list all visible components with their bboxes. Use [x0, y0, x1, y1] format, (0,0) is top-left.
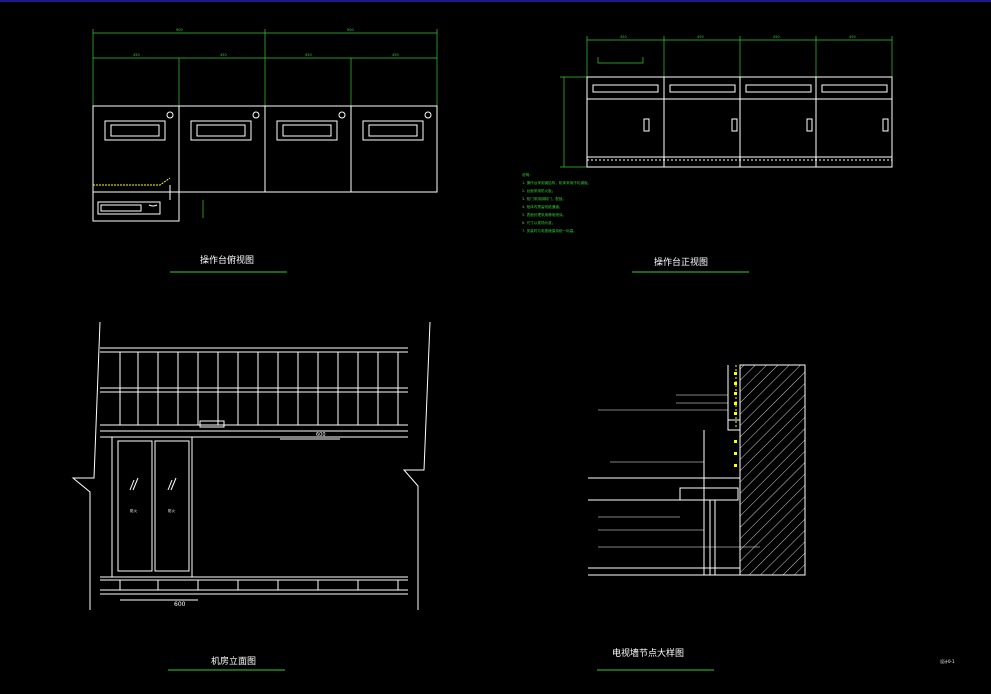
note-line: 5. 表面处理采用静电喷涂。 — [522, 213, 567, 217]
title-room-elevation: 机房立面图 — [211, 657, 257, 667]
room-elevation-labels: 600 600 防火 防火 — [130, 432, 326, 608]
svg-text:450: 450 — [220, 53, 227, 57]
svg-text:450: 450 — [773, 35, 780, 39]
note-line: 6. 尺寸以现场为准。 — [522, 221, 556, 225]
note-line: 7. 安装时与电视墙保持统一标高。 — [522, 229, 577, 233]
note-line: 2. 台面采用防火板。 — [522, 189, 556, 193]
tv-wall-detail-view — [588, 364, 806, 576]
title-console-elevation: 操作台正视图 — [654, 258, 709, 268]
svg-text:450: 450 — [392, 53, 399, 57]
svg-text:900: 900 — [347, 28, 354, 32]
window-top-border — [0, 0, 991, 2]
title-tv-wall-detail: 电视墙节点大样图 — [612, 649, 685, 659]
console-plan-dimensions — [92, 29, 438, 218]
tv-wall-yellow-marks — [734, 372, 737, 467]
title-console-plan: 操作台俯视图 — [200, 256, 255, 266]
door-label-right: 防火 — [168, 508, 175, 513]
svg-text:450: 450 — [620, 35, 627, 39]
note-line: 1. 操作台采用钢结构，柜体采用冷轧钢板。 — [522, 181, 592, 185]
note-line: 4. 柜体内预留线缆通道。 — [522, 205, 563, 209]
console-plan-dim-text: 900 900 450 450 450 450 — [133, 28, 399, 57]
bottom-dimension: 600 — [174, 601, 186, 608]
room-elevation-view — [71, 321, 431, 610]
svg-text:450: 450 — [305, 53, 312, 57]
ceiling-dimension: 600 — [316, 432, 326, 438]
console-plan-view — [92, 29, 438, 222]
svg-text:450: 450 — [849, 35, 856, 39]
svg-text:900: 900 — [176, 28, 183, 32]
svg-text:450: 450 — [697, 35, 704, 39]
note-line: 说明： — [522, 173, 533, 177]
console-elevation-dim-text: 450 450 450 450 — [620, 35, 856, 39]
note-line: 3. 柜门采用钢制门，配锁。 — [522, 197, 567, 201]
console-elevation-dimensions — [560, 36, 893, 168]
sheet-code: 设计0-1 — [940, 659, 955, 664]
svg-text:450: 450 — [133, 53, 140, 57]
console-elevation-view — [560, 36, 893, 168]
floor-supports — [119, 580, 399, 590]
door-label-left: 防火 — [130, 508, 137, 513]
title-underlines — [168, 271, 749, 671]
